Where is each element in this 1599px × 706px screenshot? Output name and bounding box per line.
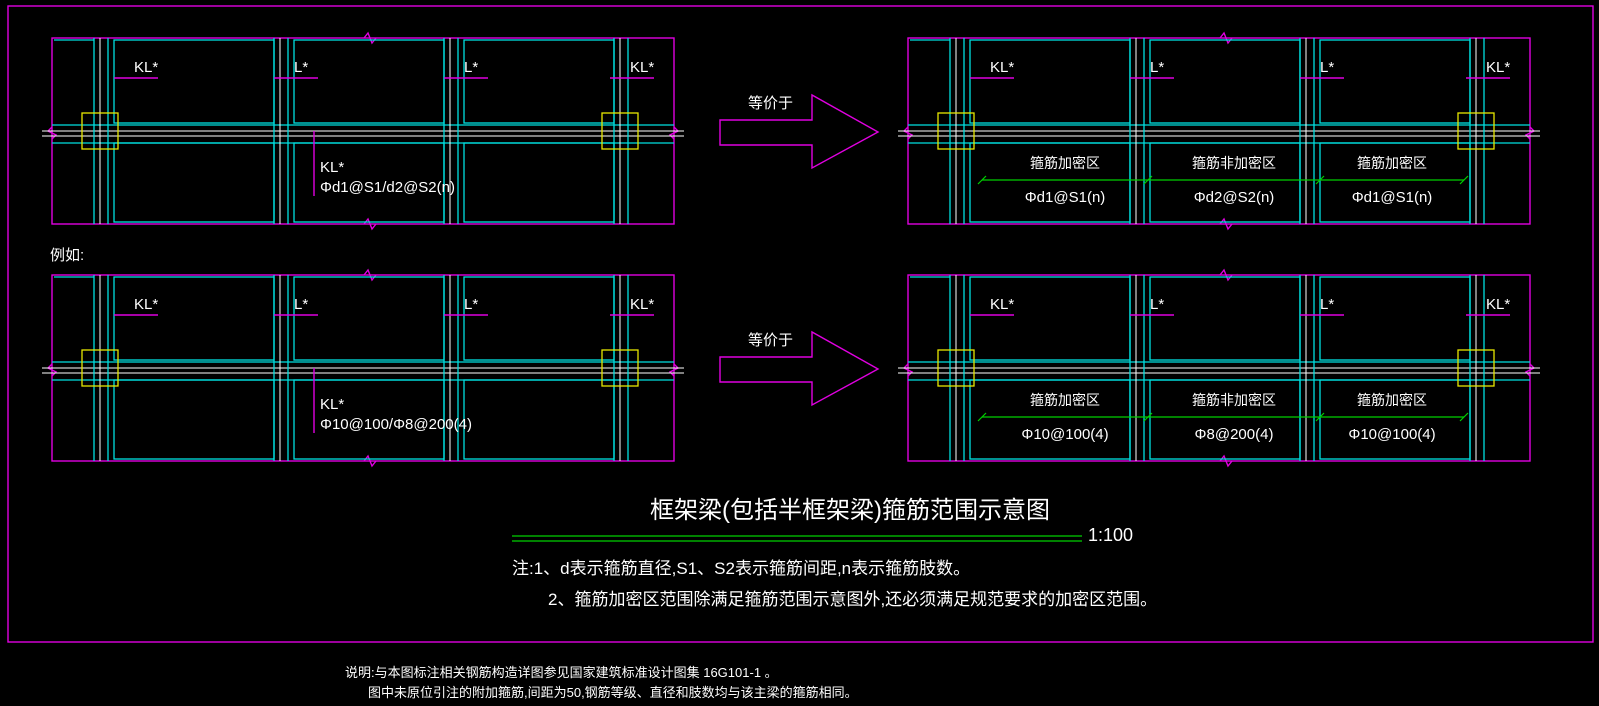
break-mark-left bbox=[46, 363, 58, 377]
outer-frame bbox=[7, 5, 1594, 643]
panel-top-right: KL* L* L* KL* 箍筋加密区 Φd1@S1(n) 箍筋非加密区 Φd2@S2(n) 箍… bbox=[898, 31, 1540, 231]
zone-dimension-tick bbox=[1315, 175, 1325, 185]
zone-spec: Φd1@S1(n) bbox=[1352, 189, 1433, 206]
zone-spec: Φ10@100(4) bbox=[1021, 426, 1108, 443]
zone-spec: Φ10@100(4) bbox=[1348, 426, 1435, 443]
zone-dimension-tick bbox=[1315, 412, 1325, 422]
slab-lower bbox=[1319, 142, 1471, 223]
column bbox=[937, 349, 975, 387]
column bbox=[937, 112, 975, 150]
beam-label: L* bbox=[1320, 296, 1334, 313]
break-mark-left bbox=[902, 126, 914, 140]
zone-name: 箍筋加密区 bbox=[1030, 155, 1100, 171]
break-mark-left bbox=[902, 363, 914, 377]
beam-label: KL* bbox=[1486, 296, 1510, 313]
zone-dimension-tick bbox=[1459, 412, 1469, 422]
break-mark-left bbox=[46, 126, 58, 140]
zone-name: 箍筋加密区 bbox=[1030, 392, 1100, 408]
note-1: 注:1、d表示箍筋直径,S1、S2表示箍筋间距,n表示箍筋肢数。 bbox=[512, 559, 970, 578]
beam-label: L* bbox=[1150, 59, 1164, 76]
beam-label: L* bbox=[294, 59, 308, 76]
slab-upper bbox=[293, 39, 445, 124]
zone-name: 箍筋加密区 bbox=[1357, 155, 1427, 171]
column bbox=[81, 349, 119, 387]
slab-lower bbox=[113, 142, 275, 223]
slab-upper bbox=[1149, 39, 1301, 124]
break-mark-right bbox=[1524, 363, 1536, 377]
beam-label: KL* bbox=[630, 59, 654, 76]
zone-spec: Φ8@200(4) bbox=[1195, 426, 1274, 443]
footer-line-2: 图中未原位引注的附加箍筋,间距为50,钢筋等级、直径和肢数均与该主梁的箍筋相同。 bbox=[368, 685, 858, 700]
slab-lower bbox=[463, 142, 615, 223]
example-label: 例如: bbox=[50, 247, 84, 264]
slab-lower bbox=[1149, 142, 1301, 223]
callout-name: KL* bbox=[320, 396, 344, 413]
panel-bottom-left: KL* L* L* KL* KL* Φ10@100/Φ8@200(4) bbox=[42, 268, 684, 468]
slab-upper bbox=[463, 39, 615, 124]
column bbox=[601, 349, 639, 387]
beam-label: L* bbox=[1320, 59, 1334, 76]
slab-upper bbox=[1319, 39, 1471, 124]
column bbox=[1457, 349, 1495, 387]
slab-upper bbox=[969, 39, 1131, 124]
callout-name: KL* bbox=[320, 159, 344, 176]
column bbox=[601, 112, 639, 150]
column bbox=[1457, 112, 1495, 150]
break-mark-right bbox=[668, 126, 680, 140]
beam-label: L* bbox=[1150, 296, 1164, 313]
zone-spec: Φd2@S2(n) bbox=[1194, 189, 1275, 206]
beam-label: KL* bbox=[134, 59, 158, 76]
slab-upper bbox=[1319, 276, 1471, 361]
beam-label: KL* bbox=[630, 296, 654, 313]
callout-spec: Φ10@100/Φ8@200(4) bbox=[320, 416, 472, 433]
slab-lower bbox=[463, 379, 615, 460]
break-mark-right bbox=[1524, 126, 1536, 140]
slab-upper bbox=[293, 276, 445, 361]
slab-upper bbox=[969, 276, 1131, 361]
callout-spec: Φd1@S1/d2@S2(n) bbox=[320, 179, 455, 196]
slab-upper bbox=[1149, 276, 1301, 361]
zone-dimension-tick bbox=[1143, 175, 1153, 185]
footer-line-1: 说明:与本图标注相关钢筋构造详图参见国家建筑标准设计图集 16G101-1 。 bbox=[345, 665, 778, 680]
slab-lower bbox=[1319, 379, 1471, 460]
slab-lower bbox=[1149, 379, 1301, 460]
slab-lower bbox=[293, 142, 445, 223]
slab-lower bbox=[113, 379, 275, 460]
beam-label: L* bbox=[464, 296, 478, 313]
beam-label: L* bbox=[294, 296, 308, 313]
panel-top-left: KL* L* L* KL* KL* Φd1@S1/d2@S2(n) bbox=[42, 31, 684, 231]
scale-label: 1:100 bbox=[1088, 525, 1133, 545]
panel-bottom-right: KL* L* L* KL* 箍筋加密区 Φ10@100(4) 箍筋非加密区 Φ8@200(4)… bbox=[898, 268, 1540, 468]
beam-label: KL* bbox=[134, 296, 158, 313]
equivalence-arrow-bottom bbox=[719, 330, 880, 407]
slab-upper bbox=[113, 276, 275, 361]
slab-lower bbox=[293, 379, 445, 460]
zone-dimension-tick bbox=[977, 412, 987, 422]
arrow-label-bottom: 等价于 bbox=[748, 331, 793, 349]
zone-name: 箍筋加密区 bbox=[1357, 392, 1427, 408]
zone-dimension-tick bbox=[1143, 412, 1153, 422]
equivalence-arrow-top bbox=[719, 93, 880, 170]
slab-lower bbox=[969, 142, 1131, 223]
beam-label: L* bbox=[464, 59, 478, 76]
drawing-title: 框架梁(包括半框架梁)箍筋范围示意图 bbox=[650, 497, 1050, 524]
slab-lower bbox=[969, 379, 1131, 460]
arrow-label-top: 等价于 bbox=[748, 94, 793, 112]
slab-upper bbox=[463, 276, 615, 361]
zone-dimension-tick bbox=[1459, 175, 1469, 185]
column bbox=[81, 112, 119, 150]
beam-label: KL* bbox=[1486, 59, 1510, 76]
break-mark-right bbox=[668, 363, 680, 377]
zone-spec: Φd1@S1(n) bbox=[1025, 189, 1106, 206]
beam-label: KL* bbox=[990, 59, 1014, 76]
zone-name: 箍筋非加密区 bbox=[1192, 155, 1276, 171]
zone-dimension-tick bbox=[977, 175, 987, 185]
note-2: 2、箍筋加密区范围除满足箍筋范围示意图外,还必须满足规范要求的加密区范围。 bbox=[548, 590, 1157, 609]
zone-name: 箍筋非加密区 bbox=[1192, 392, 1276, 408]
slab-upper bbox=[113, 39, 275, 124]
beam-label: KL* bbox=[990, 296, 1014, 313]
